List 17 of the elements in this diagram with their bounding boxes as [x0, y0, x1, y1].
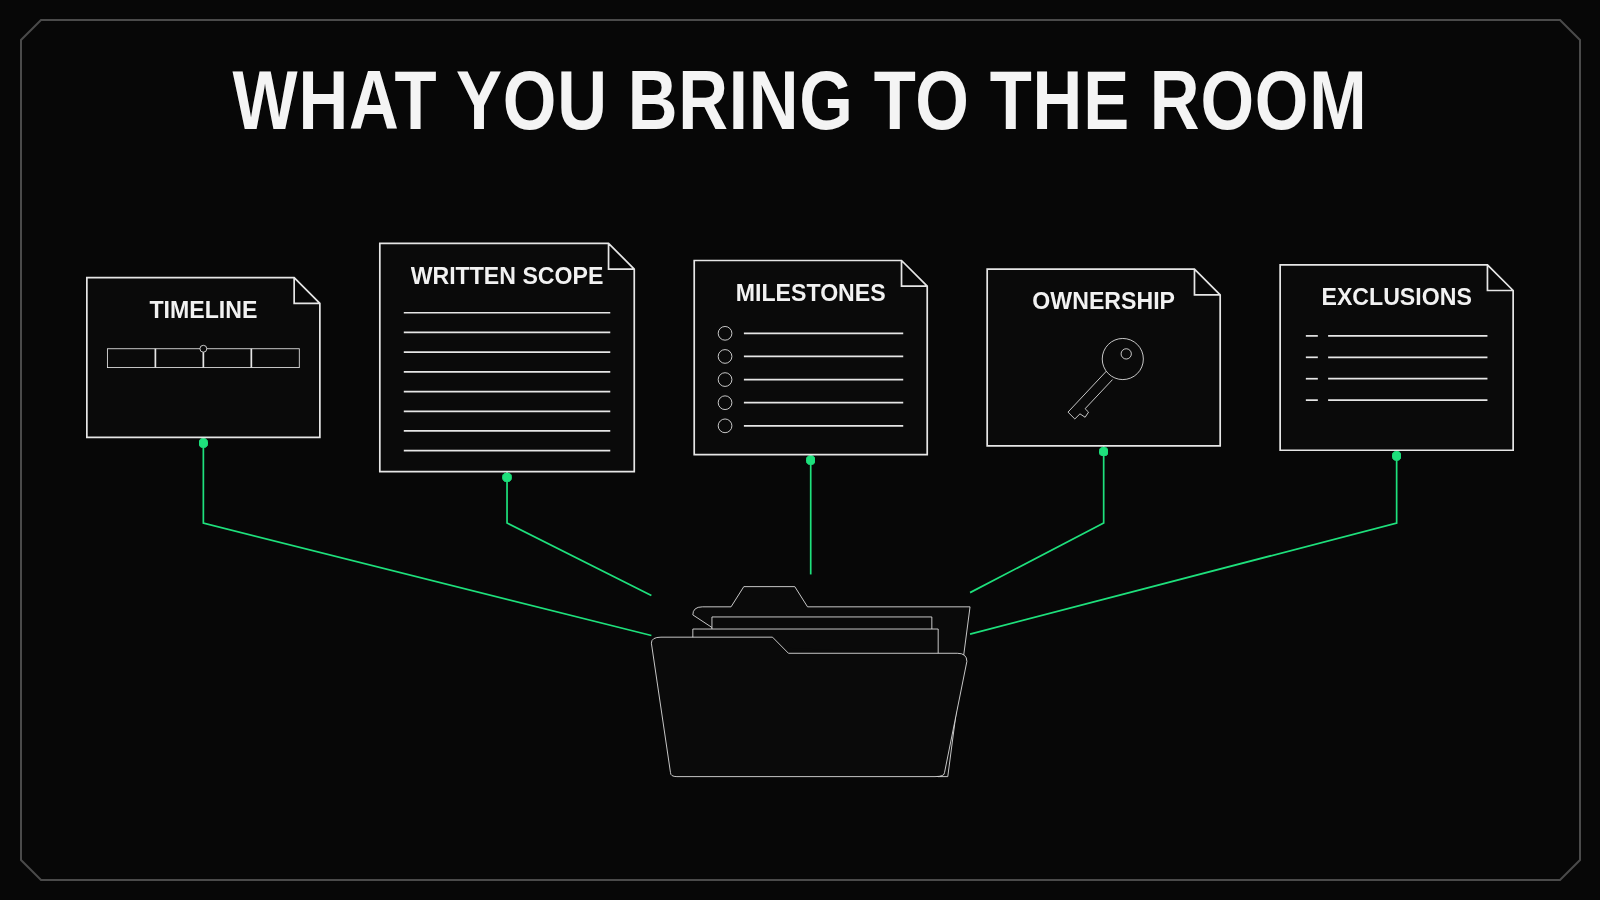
document-node: [378, 242, 636, 473]
document-title: WRITTEN SCOPE: [410, 263, 604, 289]
title: WHAT YOU BRING TO THE ROOM: [232, 52, 1368, 149]
connector-line: [969, 449, 1402, 635]
document-node: [1279, 263, 1514, 452]
document-node: [986, 268, 1222, 447]
document-title: EXCLUSIONS: [1321, 284, 1472, 311]
connector-line: [969, 445, 1109, 594]
document-node: [86, 276, 321, 439]
document-title: MILESTONES: [735, 280, 886, 306]
connector-line: [198, 436, 653, 637]
document-title: TIMELINE: [149, 297, 258, 324]
folder-drawing: [650, 586, 971, 778]
document-title: OWNERSHIP: [1032, 288, 1175, 315]
connector-line: [805, 453, 816, 576]
document-node: [693, 259, 929, 456]
connector-line: [501, 470, 653, 597]
